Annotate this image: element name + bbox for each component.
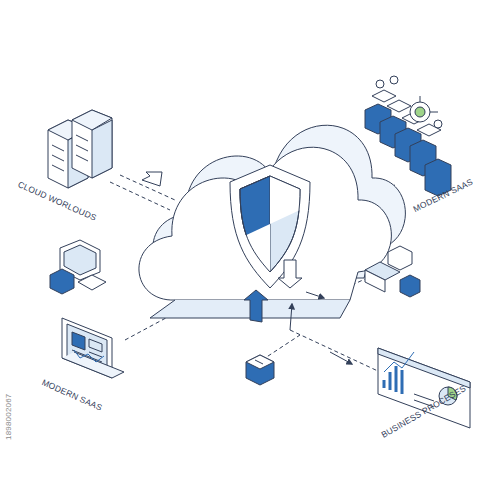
- cloud: [139, 147, 391, 300]
- desktop-icon: [50, 240, 106, 294]
- arrows: [142, 172, 352, 364]
- server-racks: [48, 110, 112, 188]
- data-box: [246, 355, 274, 385]
- shield: [230, 165, 310, 288]
- saas-cluster: [365, 76, 451, 196]
- icon-label: CLOUD WORLOUDS: [17, 180, 98, 222]
- devices: [365, 246, 420, 297]
- laptop: [62, 318, 124, 378]
- watermark: 1898002067: [5, 394, 13, 441]
- icon-label: MODERN SAAS: [41, 378, 104, 412]
